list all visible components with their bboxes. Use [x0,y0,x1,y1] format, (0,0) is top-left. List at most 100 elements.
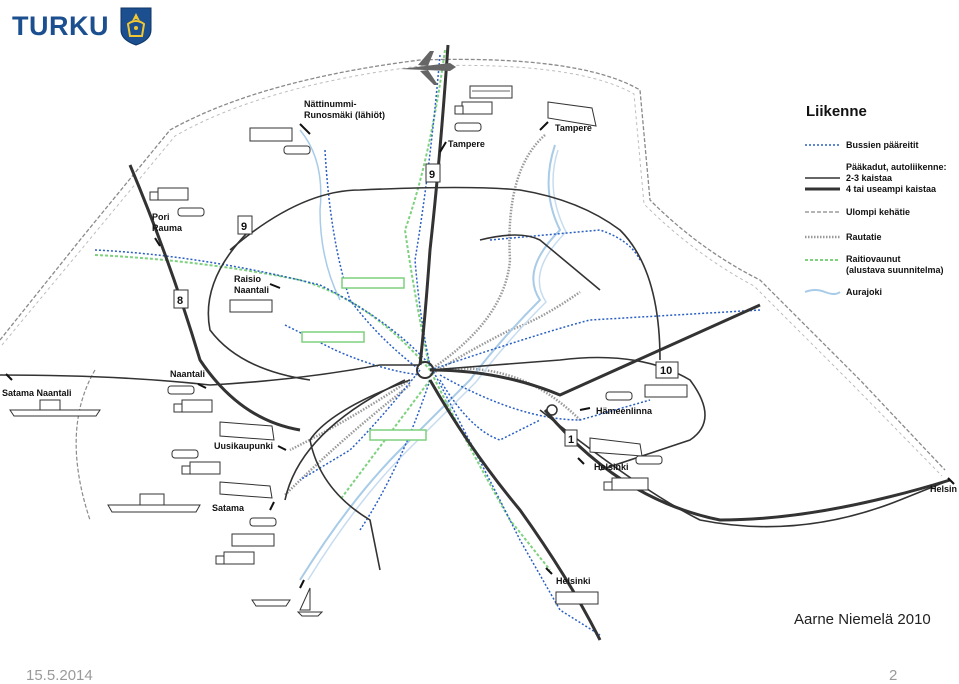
legend-title: Liikenne [806,103,867,120]
arrow-helsinki-edge [947,477,955,485]
legend-roads-label-2: 2-3 kaistaa [846,173,893,183]
route-number-9b: 9 [237,215,253,235]
arrow-nattinummi [299,123,311,135]
ship-icon-naantali [9,399,101,417]
label-naantali: Naantali [170,369,205,379]
label-tampere-2: Tampere [555,123,592,133]
truck-icon-helsinki [603,477,649,491]
arrow-hameenlinna [579,407,591,411]
label-helsinki-2: Helsinki [556,576,591,586]
road-southwest [309,379,411,571]
car-icon-tampere [454,122,482,132]
bus-route-3 [429,309,761,371]
route-number-9a: 9 [425,163,441,183]
label-raisio-naantali: Naantali [234,285,269,295]
arrow-helsinki-1 [577,457,585,465]
railway-helsinki [429,290,581,377]
road-inner-loop [207,229,311,381]
legend-roads-label-3: 4 tai useampi kaistaa [846,184,937,194]
turku-logo: TURKU [12,6,153,46]
interchange-east [546,404,558,416]
city-center-marker [416,361,434,379]
train-icon-tampere [547,101,597,127]
road-highway-helsinki [543,409,951,522]
bus-icon-tampere [469,85,513,99]
arrow-helsinki-2 [545,567,553,575]
bus-route-10 [439,379,541,441]
car-icon-satama [249,517,277,527]
bus-route-7 [359,379,431,531]
train-icon-helsinki [589,437,643,457]
route-number-8: 8 [173,289,189,309]
label-raisio: Raisio [234,274,262,284]
truck-icon-tampere [454,101,493,115]
label-hameenlinna: Hämeenlinna [596,406,653,416]
label-tampere-1: Tampere [448,139,485,149]
airplane-icon [400,51,456,85]
legend-river-label: Aurajoki [846,287,882,297]
svg-text:8: 8 [177,295,183,307]
boat-icon [251,599,291,607]
river-branch-north [299,129,341,301]
road-west [0,374,211,386]
truck-icon-naantali [173,399,213,413]
bus-icon-nattinummi [249,127,293,142]
truck-icon-satama [215,551,255,565]
arrow-satama [269,501,275,511]
outer-ring-road [0,58,946,471]
arrow-tampere-1 [439,141,447,153]
outer-ring-road-inner [1,64,943,477]
author-credit: Aarne Niemelä 2010 [794,611,931,628]
road-satama [284,379,406,501]
label-satama: Satama [212,503,245,513]
road-highway-east [429,303,761,397]
bus-icon-helsinki [555,591,599,605]
road-highway-north [418,44,450,366]
tram-line-3 [339,379,431,501]
svg-text:1: 1 [568,434,574,446]
label-rauma: Rauma [152,223,183,233]
legend-tram-label-2: (alustava suunnitelma) [846,265,944,275]
legend-roads-label-1: Pääkadut, autoliikenne: [846,162,947,172]
svg-text:9: 9 [429,169,435,181]
route-number-10: 10 [655,361,679,379]
label-helsinki-edge: Helsin [930,484,957,494]
legend-river-swatch [804,289,841,295]
turku-crest-icon [120,7,152,46]
page-number: 2 [889,667,898,684]
arrow-pori [154,237,161,247]
car-icon-hameenlinna [605,391,633,401]
arrow-boat [299,579,305,589]
train-icon-uusikaupunki [219,421,275,441]
car-icon-nattinummi [283,145,311,155]
tram-icon-2 [301,331,365,343]
road-east [429,356,706,471]
train-icon-satama [219,481,273,499]
svg-text:9: 9 [241,221,247,233]
railway-tampere [429,134,546,372]
road-southeast [539,409,951,528]
bus-icon-raisio [229,299,273,313]
legend-ring-label: Ulompi kehätie [846,207,910,217]
bus-icon-hameenlinna [644,384,688,398]
label-nattinummi-1: Nättinummi- [304,99,357,109]
tram-icon-3 [369,429,427,441]
car-icon-naantali [167,385,195,395]
railway-uusikaupunki [289,378,411,452]
label-helsinki-1: Helsinki [594,462,629,472]
label-uusikaupunki: Uusikaupunki [214,441,273,451]
arrow-tampere-2 [539,121,549,131]
outer-ring-road-west [75,369,96,521]
road-north-loop [479,234,601,291]
bus-route-6 [324,149,421,371]
legend-tram-label-1: Raitiovaunut [846,254,901,264]
arrow-uusikaupunki [277,445,287,451]
bus-route-1 [94,249,431,366]
arrow-satama-naantali [5,373,13,381]
truck-icon-uusikaupunki [181,461,221,475]
railway-southeast [439,367,581,421]
label-satama-naantali: Satama Naantali [2,388,72,398]
arrow-naantali [197,383,207,389]
railway-satama [284,384,411,496]
sailboat-icon [296,587,324,617]
